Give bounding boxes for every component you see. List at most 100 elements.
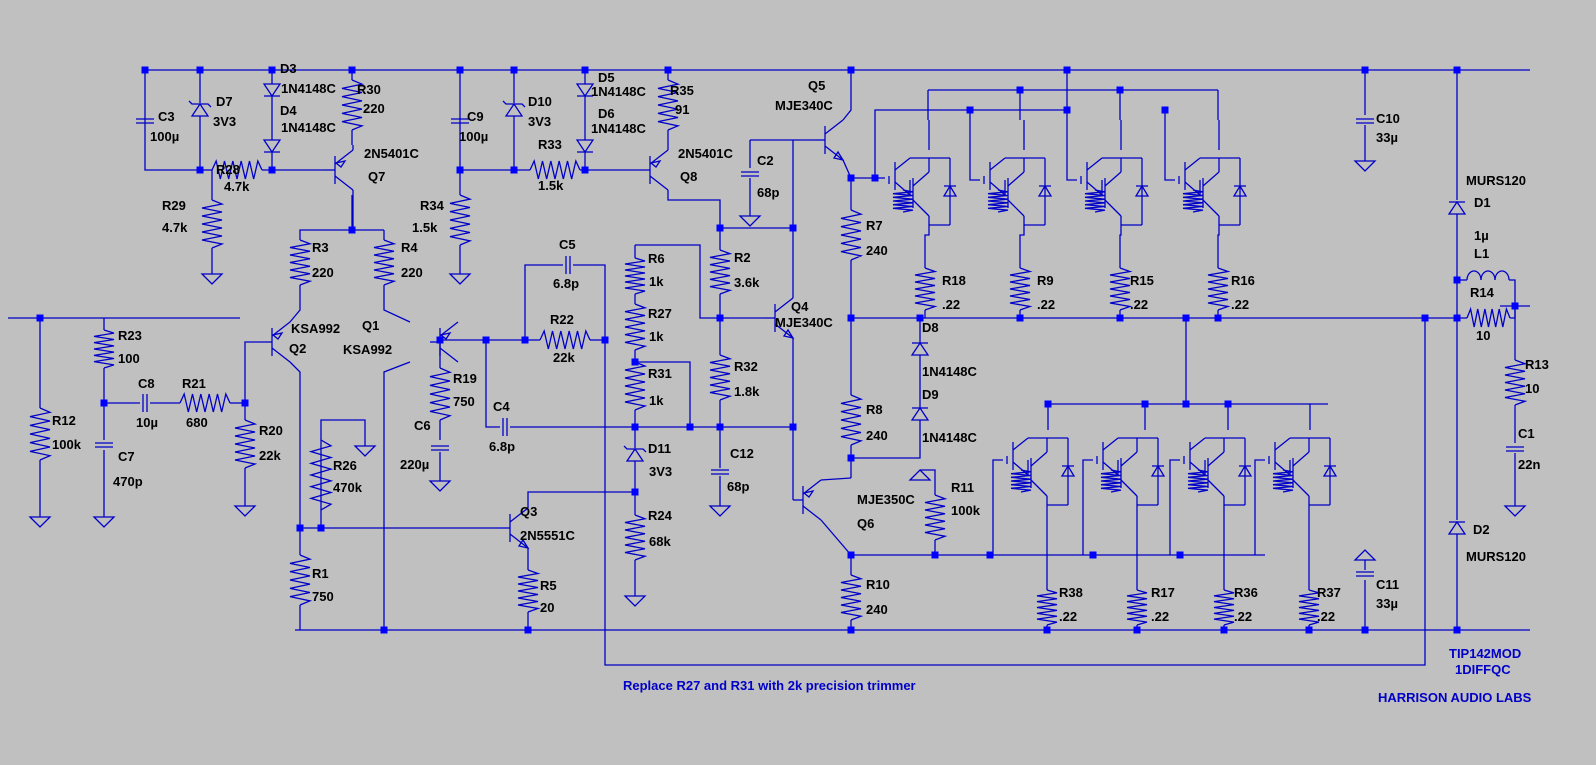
capacitor-c11 xyxy=(1356,571,1374,577)
junction-dot xyxy=(966,106,974,114)
r32-value: 1.8k xyxy=(734,384,760,399)
output-transistor-lower-2 xyxy=(1096,437,1166,506)
r38-value: .22 xyxy=(1059,609,1077,624)
junction-dot xyxy=(1214,314,1222,322)
output-transistor-lower-4 xyxy=(1268,437,1338,506)
components xyxy=(28,79,1528,626)
junction-dot xyxy=(1141,400,1149,408)
capacitor-c10 xyxy=(1356,118,1374,124)
junction-dot xyxy=(1116,314,1124,322)
company-name: HARRISON AUDIO LABS xyxy=(1378,690,1532,705)
capacitor-c5 xyxy=(565,256,571,274)
r16-value: .22 xyxy=(1231,297,1249,312)
c3-value: 100µ xyxy=(150,129,179,144)
c7-ref: C7 xyxy=(118,449,135,464)
junction-dot xyxy=(581,66,589,74)
r13-value: 10 xyxy=(1525,381,1539,396)
r18-ref: R18 xyxy=(942,273,966,288)
resistor-r27 xyxy=(624,303,648,351)
junction-dot xyxy=(1063,66,1071,74)
junction-dot xyxy=(716,314,724,322)
r9-ref: R9 xyxy=(1037,273,1054,288)
r5-ref: R5 xyxy=(540,578,557,593)
resistor-r3 xyxy=(289,239,313,286)
capacitor-c8 xyxy=(142,394,148,412)
q7-value: 2N5401C xyxy=(364,146,420,161)
r15-value: .22 xyxy=(1130,297,1148,312)
r23-value: 100 xyxy=(118,351,140,366)
ground-symbol xyxy=(448,268,472,285)
resistor-r30 xyxy=(341,79,365,131)
d2-value: MURS120 xyxy=(1466,549,1526,564)
q3-value: 2N5551C xyxy=(520,528,576,543)
junction-dot xyxy=(1016,314,1024,322)
resistor-lower-1 xyxy=(1036,589,1058,626)
junction-dot xyxy=(36,314,44,322)
q3-ref: Q3 xyxy=(520,504,537,519)
wire xyxy=(667,190,721,228)
resistor-r35 xyxy=(657,79,681,131)
zener-d7 xyxy=(188,100,212,117)
d10-value: 3V3 xyxy=(528,114,551,129)
component-labels: C3 100µ D7 3V3 D3 1N4148C D4 1N4148C R30… xyxy=(52,61,1549,624)
d3-value: 1N4148C xyxy=(281,81,337,96)
resistor-upper-2 xyxy=(1009,267,1033,311)
junction-dot xyxy=(1044,400,1052,408)
diode-d5 xyxy=(575,83,595,98)
junction-dot xyxy=(871,174,879,182)
transistor-q5 xyxy=(815,119,845,161)
d1-value: MURS120 xyxy=(1466,173,1526,188)
r26-ref: R26 xyxy=(333,458,357,473)
c4-ref: C4 xyxy=(493,399,510,414)
junction-dot xyxy=(686,423,694,431)
wire xyxy=(1509,279,1516,306)
r28-ref: R28 xyxy=(216,162,240,177)
r37-value: .22 xyxy=(1317,609,1335,624)
ground-symbol xyxy=(708,500,732,517)
c8-value: 10µ xyxy=(136,415,158,430)
junction-dot xyxy=(581,166,589,174)
resistor-r11 xyxy=(924,494,948,541)
d4-ref: D4 xyxy=(280,103,297,118)
q2-ref: Q2 xyxy=(289,341,306,356)
wire xyxy=(573,264,606,340)
junction-dot xyxy=(141,66,149,74)
design-note: Replace R27 and R31 with 2k precision tr… xyxy=(623,678,916,693)
r10-value: 240 xyxy=(866,602,888,617)
junction-dot xyxy=(1063,106,1071,114)
r24-value: 68k xyxy=(649,534,671,549)
wire xyxy=(1254,459,1265,555)
resistor-r26 xyxy=(308,439,334,511)
junction-dot xyxy=(916,314,924,322)
r32-ref: R32 xyxy=(734,359,758,374)
junction-dot xyxy=(268,66,276,74)
junction-dot xyxy=(1511,302,1519,310)
r29-value: 4.7k xyxy=(162,220,188,235)
ground-symbol xyxy=(428,475,452,492)
wire xyxy=(383,361,411,630)
capacitor-c3 xyxy=(136,118,154,124)
q8-ref: Q8 xyxy=(680,169,697,184)
junction-dot xyxy=(1361,66,1369,74)
q5-ref: Q5 xyxy=(808,78,825,93)
r30-value: 220 xyxy=(363,101,385,116)
diode-d1 xyxy=(1447,200,1467,215)
junction-dot xyxy=(1016,86,1024,94)
capacitor-c7 xyxy=(95,442,113,448)
diode-d9 xyxy=(910,406,930,421)
r20-ref: R20 xyxy=(259,423,283,438)
junction-dot xyxy=(847,551,855,559)
d11-ref: D11 xyxy=(648,441,671,456)
c2-ref: C2 xyxy=(757,153,774,168)
junction-dot xyxy=(631,488,639,496)
q6-ref: Q6 xyxy=(857,516,874,531)
output-transistor-upper-1-resistor xyxy=(892,189,914,213)
wire xyxy=(969,110,980,181)
junction-dot xyxy=(601,336,609,344)
r11-ref: R11 xyxy=(951,480,974,495)
junction-dot xyxy=(1161,106,1169,114)
junction-dot xyxy=(716,224,724,232)
output-transistor-lower-2-resistor xyxy=(1100,469,1122,493)
r19-value: 750 xyxy=(453,394,475,409)
transistor-q7 xyxy=(325,149,354,191)
